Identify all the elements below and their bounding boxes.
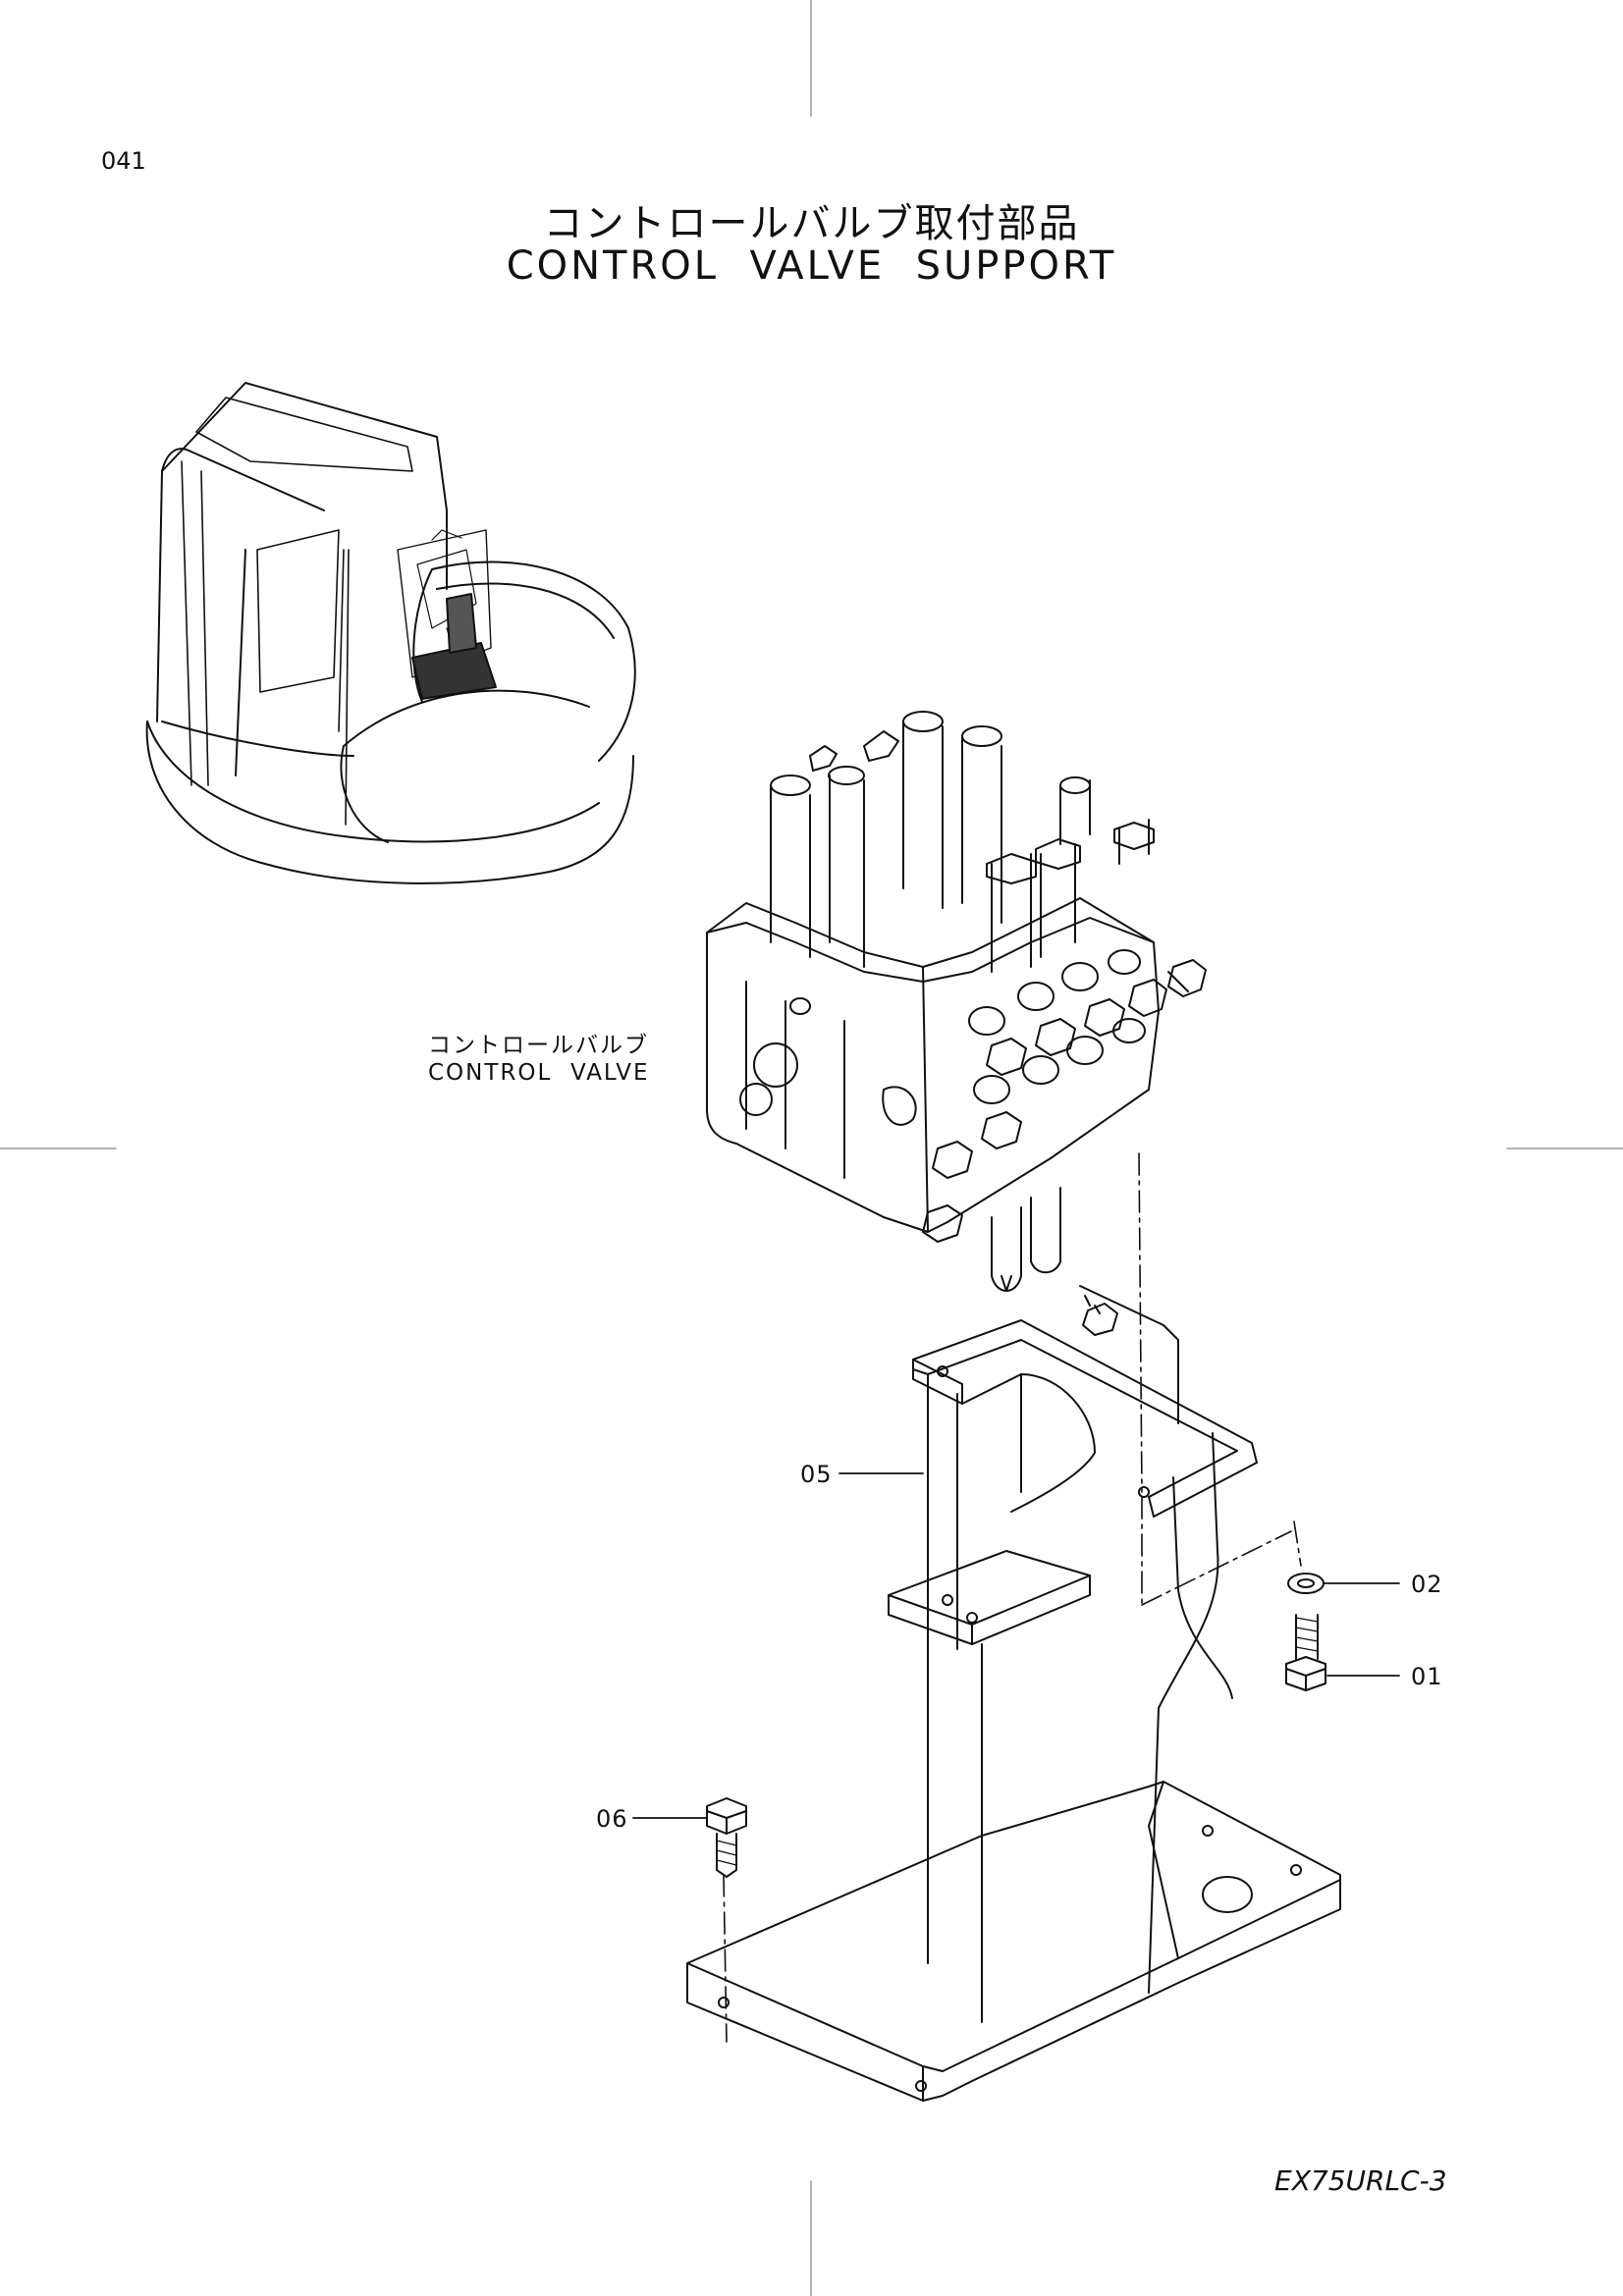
control-valve-label-japanese: コントロールバルブ (428, 1033, 649, 1058)
hex-bolt-06-illustration (706, 1797, 747, 1878)
callout-02: 02 (1411, 1571, 1443, 1598)
control-valve-label-english: CONTROL VALVE (428, 1060, 650, 1086)
callout-06: 06 (596, 1805, 628, 1833)
alignment-lines (723, 1152, 1302, 2043)
excavator-locator-illustration (145, 382, 636, 884)
callout-01: 01 (1411, 1663, 1443, 1690)
page-title-english: CONTROL VALVE SUPPORT (506, 243, 1117, 289)
page-number: 041 (101, 147, 146, 175)
page-title-japanese: コントロールバルブ取付部品 (543, 201, 1080, 246)
hex-bolt-01-illustration (1285, 1614, 1326, 1691)
leader-lines (632, 1472, 1400, 1819)
model-number: EX75URLC-3 (1274, 2164, 1447, 2197)
support-bracket-illustration (686, 1285, 1341, 2102)
lock-washer-illustration (1287, 1573, 1325, 1594)
control-valve-illustration (706, 711, 1207, 1292)
callout-05: 05 (800, 1461, 833, 1488)
